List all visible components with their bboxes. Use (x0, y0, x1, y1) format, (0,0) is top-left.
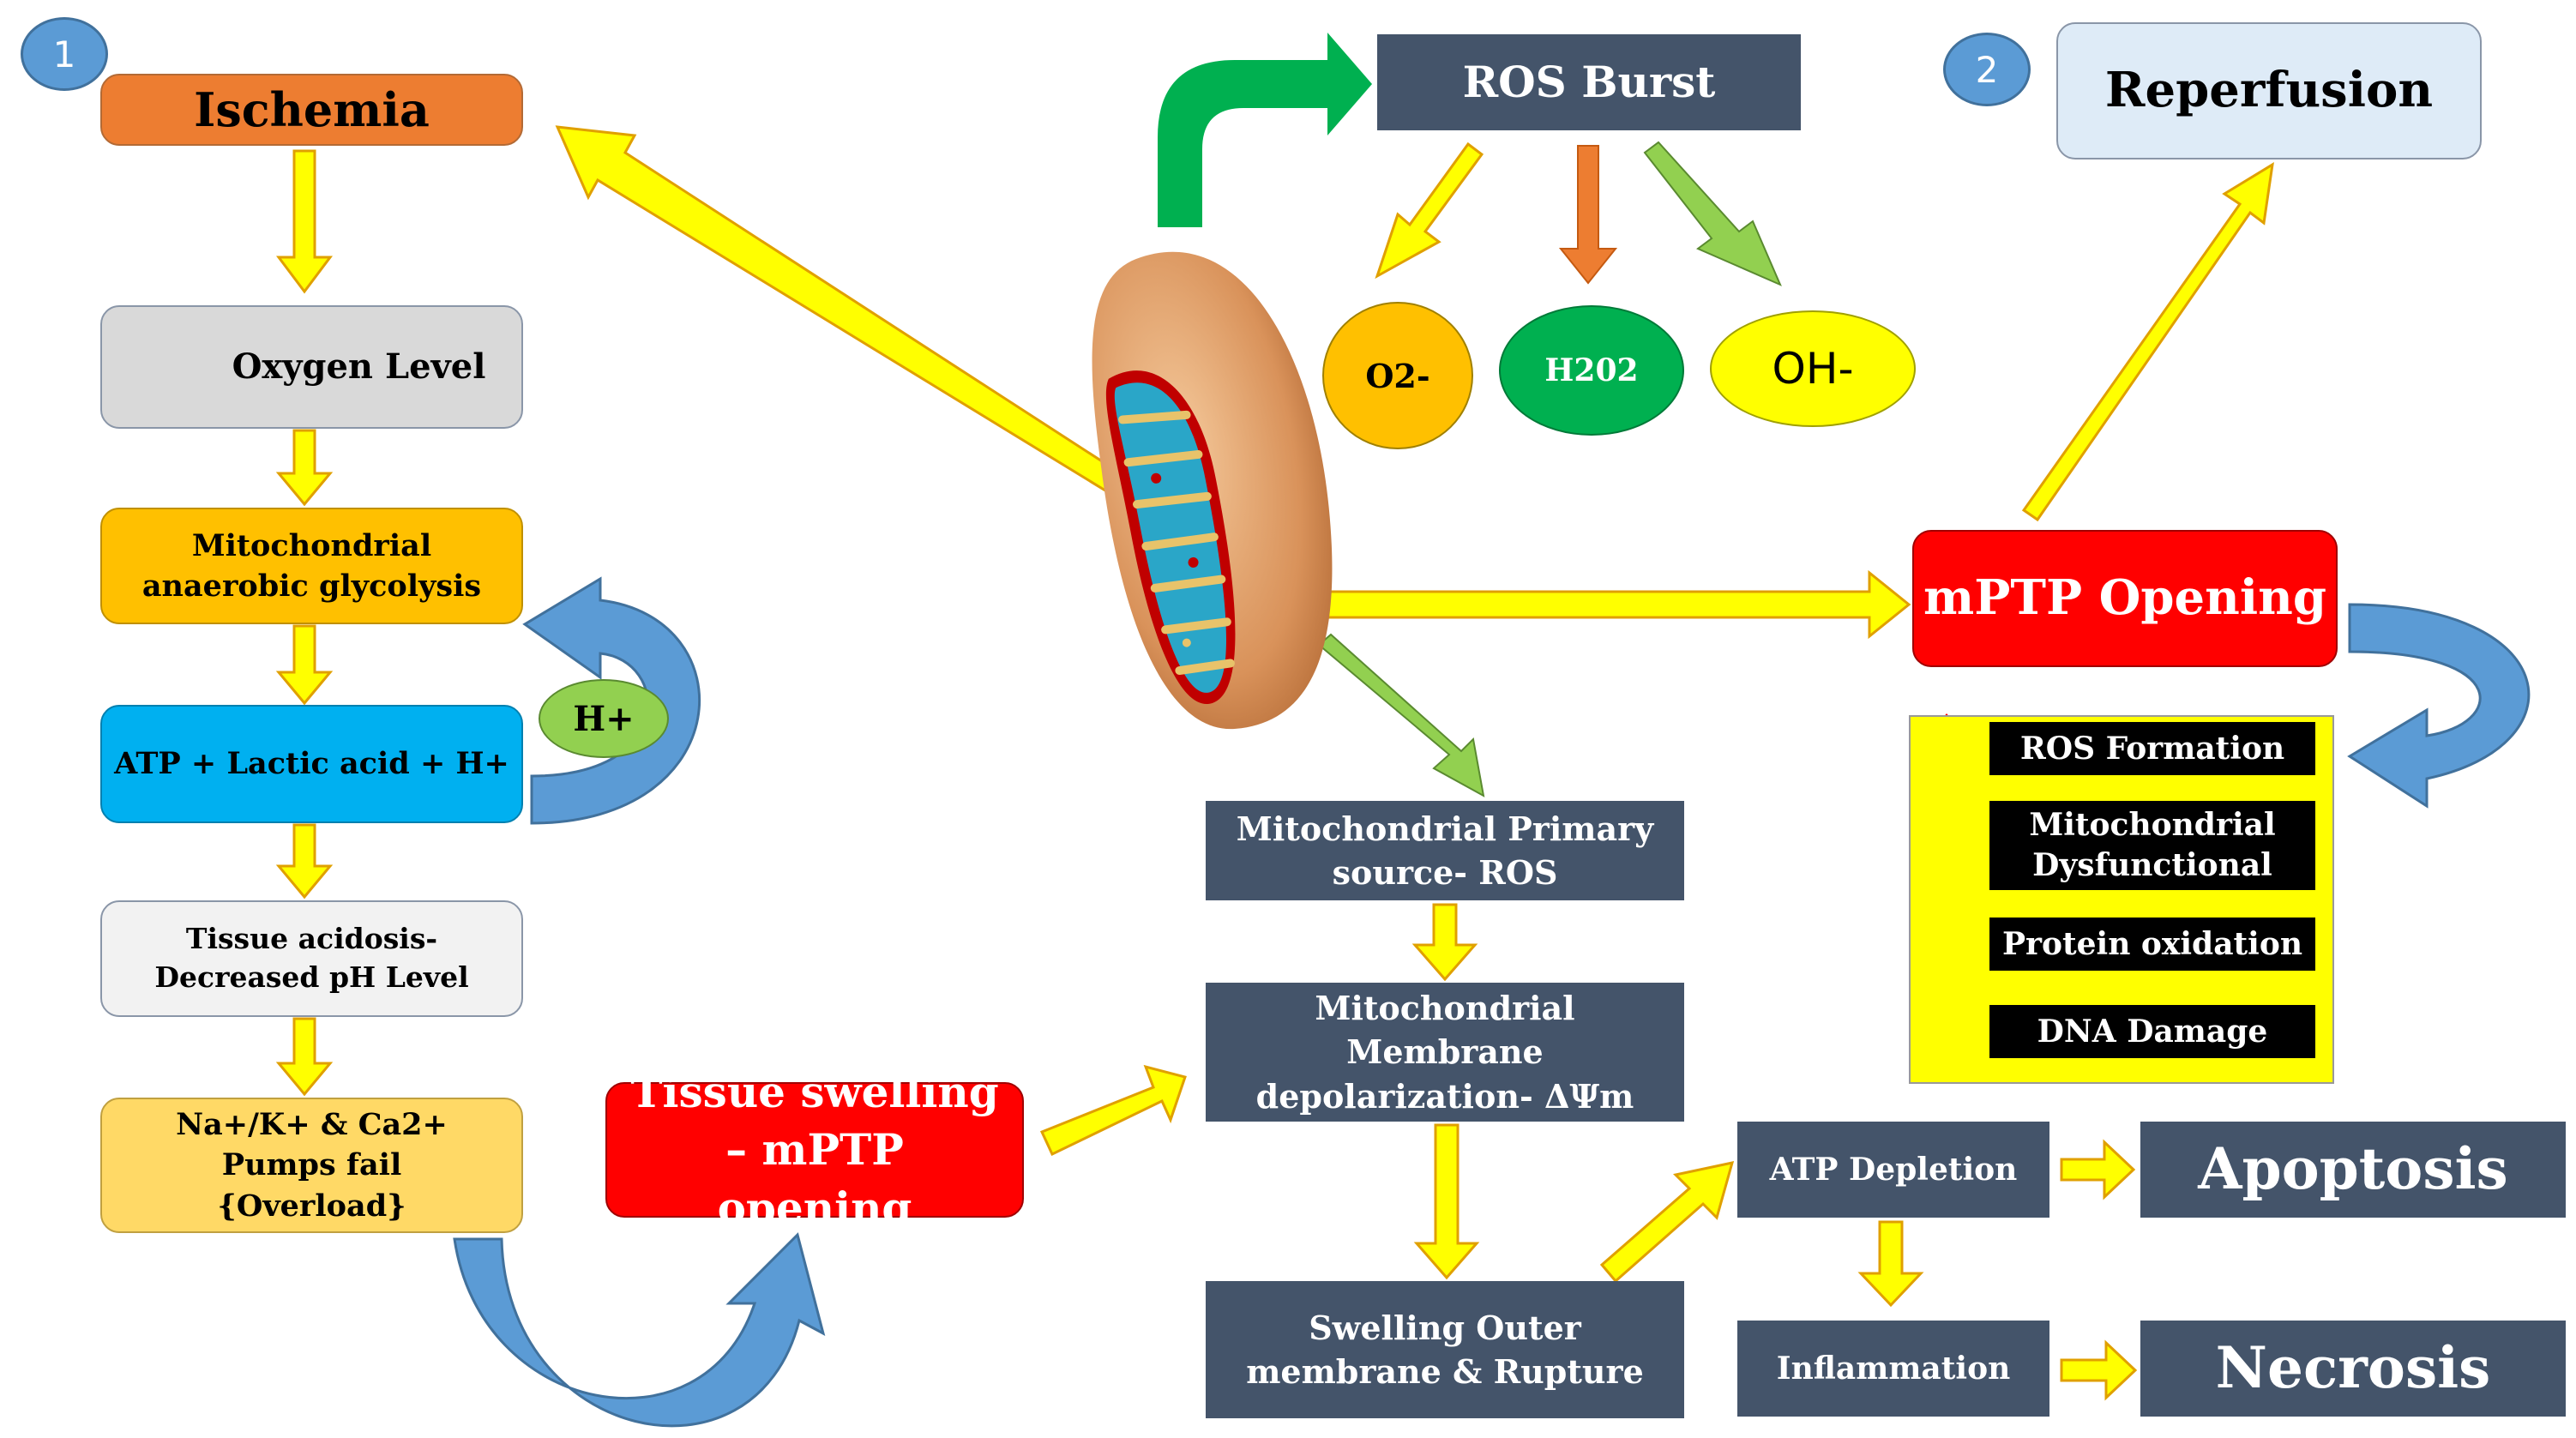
membrane-depolarization-label: Mitochondrial Membrane depolarization- Δ… (1255, 989, 1634, 1116)
atp-lactic-box: ATP + Lactic acid + H+ (100, 705, 523, 823)
primary-source-label: Mitochondrial Primary source- ROS (1236, 809, 1654, 892)
mito-to-mptp-arrow (1323, 569, 1911, 640)
swelling-to-membrane-arrow (1039, 1064, 1187, 1157)
effect-dna-damage: DNA Damage (1989, 1005, 2315, 1058)
glycolysis-label: Mitochondrial anaerobic glycolysis (141, 527, 482, 604)
apoptosis-label: Apoptosis (2198, 1135, 2508, 1203)
mptp-opening-label: mPTP Opening (1923, 569, 2327, 627)
h2o2-label: H202 (1544, 352, 1639, 388)
rupture-label: Swelling Outer membrane & Rupture (1246, 1308, 1644, 1391)
o2-label: O2- (1365, 356, 1430, 395)
mptp-opening-box: mPTP Opening (1912, 530, 2338, 667)
flow-arrow-glycolysis-atp (275, 624, 334, 706)
tissue-swelling-label: Tissue swelling – mPTP opening (630, 1066, 999, 1233)
flow-arrow-oxygen-glycolysis (275, 429, 334, 507)
o2-ellipse: O2- (1322, 302, 1473, 449)
oh-label: OH- (1772, 344, 1854, 394)
membrane-to-rupture-arrow (1413, 1123, 1480, 1280)
rupture-to-atp-arrow (1599, 1161, 1735, 1284)
necrosis-box: Necrosis (2140, 1321, 2566, 1417)
primary-source-box: Mitochondrial Primary source- ROS (1206, 801, 1684, 900)
mptp-to-effects-arrow (2347, 603, 2531, 809)
effect-ros-formation: ROS Formation (1989, 722, 2315, 775)
necrosis-label: Necrosis (2215, 1334, 2491, 1402)
flow-arrow-acidosis-pumps (275, 1017, 334, 1097)
step-marker-reperfusion: 2 (1943, 33, 2031, 106)
flow-arrow-atp-acidosis (275, 823, 334, 900)
ros-burst-box: ROS Burst (1377, 34, 1801, 130)
inflammation-box: Inflammation (1737, 1321, 2049, 1417)
rupture-box: Swelling Outer membrane & Rupture (1206, 1281, 1684, 1418)
atp-depletion-box: ATP Depletion (1737, 1122, 2049, 1218)
ros-burst-label: ROS Burst (1462, 57, 1716, 108)
oh-ellipse: OH- (1710, 310, 1916, 427)
oxygen-level-box: Oxygen Level (100, 305, 523, 429)
acidosis-label: Tissue acidosis- Decreased pH Level (154, 922, 469, 994)
atp-depletion-label: ATP Depletion (1769, 1151, 2018, 1188)
h2o2-ellipse: H202 (1499, 305, 1684, 436)
ros-to-h2o2-arrow (1558, 145, 1618, 285)
h-plus-label: H+ (573, 698, 635, 739)
oxygen-level-label: Oxygen Level (232, 346, 486, 387)
atp-to-apoptosis-arrow (2060, 1139, 2136, 1200)
flow-arrow-ischemia-oxygen (276, 149, 333, 294)
primary-to-membrane-arrow (1411, 903, 1478, 982)
atp-lactic-label: ATP + Lactic acid + H+ (114, 746, 509, 782)
effect-mito-dysfunction: Mitochondrial Dysfunctional (1989, 801, 2315, 890)
acidosis-box: Tissue acidosis- Decreased pH Level (100, 900, 523, 1017)
mptp-to-reperfusion-arrow (2021, 162, 2274, 522)
mito-to-ischemia-arrow (555, 125, 1131, 500)
mito-to-ros-arrow (1158, 33, 1372, 227)
inflammation-label: Inflammation (1776, 1350, 2011, 1387)
h-plus-ellipse: H+ (539, 679, 669, 758)
ischemia-label: Ischemia (194, 81, 430, 137)
pumps-fail-box: Na+/K+ & Ca2+ Pumps fail {Overload} (100, 1098, 523, 1233)
reperfusion-box: Reperfusion (2056, 22, 2482, 159)
ros-to-oh-arrow (1643, 141, 1782, 286)
pumps-fail-label: Na+/K+ & Ca2+ Pumps fail {Overload} (176, 1107, 448, 1224)
tissue-swelling-box: Tissue swelling – mPTP opening (605, 1067, 1024, 1233)
atp-to-inflammation-arrow (1857, 1220, 1924, 1308)
inflammation-to-necrosis-arrow (2060, 1339, 2138, 1401)
step-marker-ischemia: 1 (21, 17, 108, 91)
mito-to-primary-arrow (1317, 633, 1485, 797)
apoptosis-box: Apoptosis (2140, 1122, 2566, 1218)
ros-to-o2-arrow (1375, 141, 1484, 280)
membrane-depolarization-box: Mitochondrial Membrane depolarization- Δ… (1206, 983, 1684, 1122)
ischemia-box: Ischemia (100, 74, 523, 146)
reperfusion-label: Reperfusion (2104, 62, 2434, 119)
pumps-to-swelling-arrow (453, 1232, 826, 1428)
mitochondrion-illustration (1092, 251, 1333, 729)
glycolysis-box: Mitochondrial anaerobic glycolysis (100, 508, 523, 624)
effect-protein-oxidation: Protein oxidation (1989, 918, 2315, 971)
